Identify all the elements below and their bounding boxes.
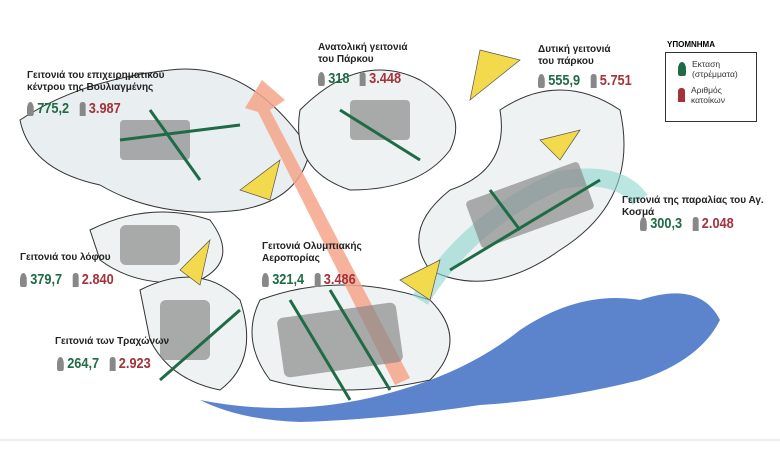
neighborhood-stats: 264,7 2.923 — [57, 355, 151, 372]
person-icon — [79, 101, 86, 116]
yellow-arrows — [179, 49, 581, 301]
tree-icon — [27, 101, 34, 116]
tree-icon — [20, 272, 27, 287]
neighborhood-stats: 300,3 2.048 — [640, 215, 734, 232]
legend-title: ΥΠΟΜΝΗΜΑ — [667, 40, 715, 49]
tree-icon — [538, 73, 545, 88]
neighborhood-stats: 321,4 3.486 — [262, 271, 356, 288]
person-icon — [590, 73, 597, 88]
legend-area-label: Εκταση — [692, 59, 721, 69]
neighborhood-stats: 318 3.448 — [318, 70, 401, 87]
neighborhood-stats: 379,7 2.840 — [20, 271, 114, 288]
legend-area-unit: (στρέμματα) — [692, 69, 738, 79]
neighborhood-label: Γειτονιά των Τραχώνων — [55, 336, 170, 347]
neighborhood-stats: 775,2 3.987 — [27, 100, 121, 117]
sea — [200, 293, 720, 422]
tree-icon — [262, 272, 269, 287]
neighborhood-stats: 555,9 5.751 — [538, 72, 632, 89]
neighborhood-label: Γειτονιά της παραλίας του Αγ. Κοσμά — [622, 195, 764, 218]
neighborhood-label: Γειτονιά του λόφου — [20, 252, 111, 263]
tree-icon — [318, 71, 325, 86]
tree-icon — [57, 356, 64, 371]
tree-icon — [640, 216, 647, 231]
person-icon — [692, 216, 699, 231]
legend-pop-label: Αριθμός — [691, 85, 722, 95]
green-axis-arrows — [119, 108, 601, 401]
person-icon — [72, 272, 79, 287]
legend-pop-label-2: κατοίκων — [691, 95, 725, 105]
person-icon — [678, 88, 685, 102]
person-icon — [109, 356, 116, 371]
person-icon — [359, 71, 366, 86]
tree-icon — [678, 62, 686, 76]
person-icon — [314, 272, 321, 287]
